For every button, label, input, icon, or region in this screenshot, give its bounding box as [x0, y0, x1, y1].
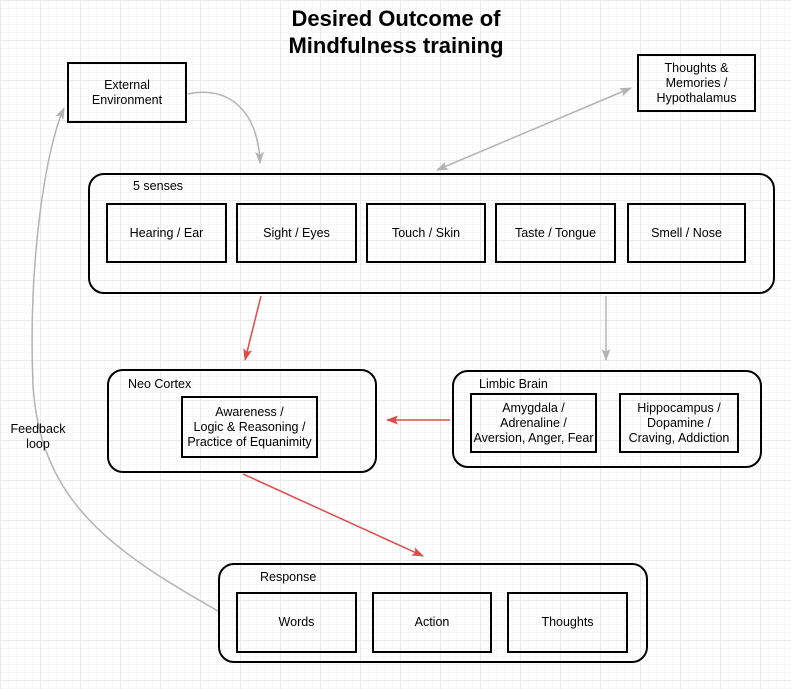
- node-smell-nose[interactable]: Smell / Nose: [627, 203, 746, 263]
- group-response[interactable]: [218, 563, 648, 663]
- node-amygdala[interactable]: Amygdala / Adrenaline / Aversion, Anger,…: [470, 393, 597, 453]
- diagram-title: Desired Outcome of Mindfulness training: [288, 6, 504, 58]
- node-external-environment[interactable]: External Environment: [67, 62, 187, 123]
- node-touch-skin[interactable]: Touch / Skin: [366, 203, 486, 263]
- group-5-senses-label: 5 senses: [133, 179, 184, 193]
- group-neo-cortex[interactable]: [107, 369, 377, 473]
- connector-senses-thoughts-bidirectional[interactable]: [436, 87, 632, 171]
- connector-neocortex-to-response[interactable]: [242, 473, 424, 557]
- node-words[interactable]: Words: [236, 592, 357, 653]
- node-awareness-logic-equanimity[interactable]: Awareness / Logic & Reasoning / Practice…: [181, 396, 318, 458]
- group-response-label: Response: [260, 570, 317, 584]
- node-taste-tongue[interactable]: Taste / Tongue: [495, 203, 616, 263]
- node-sight-eyes[interactable]: Sight / Eyes: [236, 203, 357, 263]
- connector-feedback-loop[interactable]: [31, 107, 219, 612]
- node-thoughts[interactable]: Thoughts: [507, 592, 628, 653]
- node-thoughts-memories[interactable]: Thoughts & Memories / Hypothalamus: [637, 54, 756, 112]
- feedback-loop-label: Feedback loop: [10, 422, 66, 451]
- connector-external-to-senses[interactable]: [187, 91, 265, 164]
- node-hearing-ear[interactable]: Hearing / Ear: [106, 203, 227, 263]
- node-action[interactable]: Action: [372, 592, 492, 653]
- group-limbic-brain[interactable]: [452, 370, 762, 468]
- group-limbic-brain-label: Limbic Brain: [479, 377, 548, 391]
- group-neo-cortex-label: Neo Cortex: [128, 377, 192, 391]
- connector-senses-to-neocortex[interactable]: [243, 295, 262, 361]
- group-5-senses[interactable]: [88, 173, 775, 294]
- node-hippocampus[interactable]: Hippocampus / Dopamine / Craving, Addict…: [619, 393, 739, 453]
